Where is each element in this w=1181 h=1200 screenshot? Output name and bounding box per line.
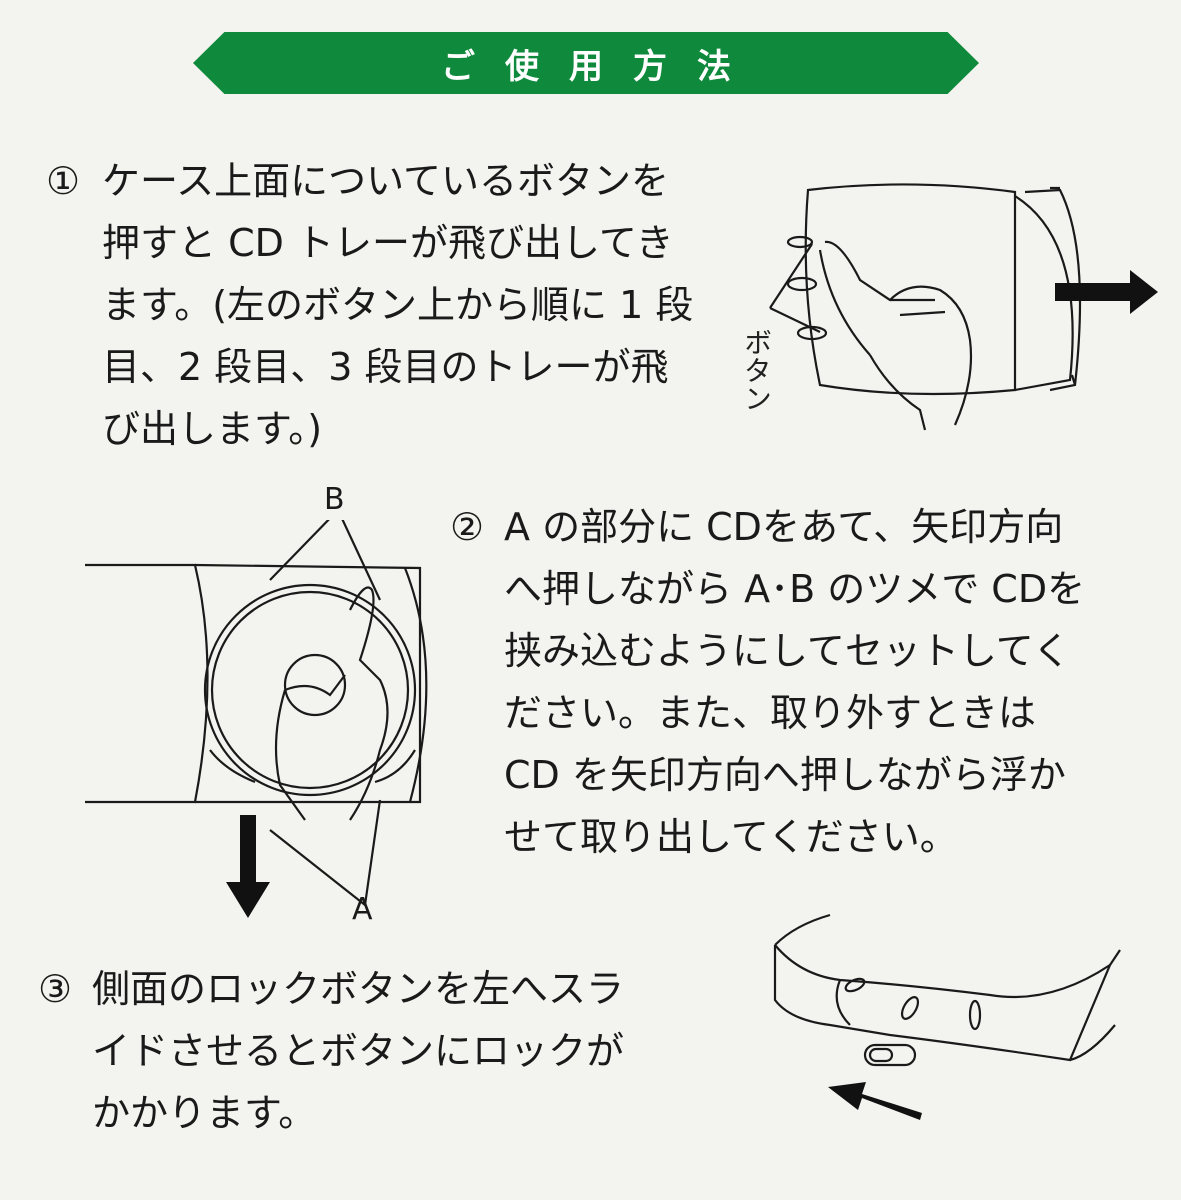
step-3-line-3: かかります。 xyxy=(92,1091,317,1135)
step-2: ② A の部分に CDをあて、矢印方向 へ押しながら A･B のツメで CDを … xyxy=(450,496,1085,868)
step-2-line-6: せて取り出してください。 xyxy=(504,815,958,859)
button-label: ボタン xyxy=(740,328,773,412)
page-title: ご使用方法 xyxy=(441,46,761,87)
step-2-line-4: ださい。また、取り外すときは xyxy=(504,691,1037,735)
step-3-number: ③ xyxy=(38,967,73,1011)
insert-cd-illustration xyxy=(85,520,428,918)
step-2-line-2: へ押しながら A･B のツメで CDを xyxy=(504,567,1086,611)
lock-button-illustration xyxy=(773,913,1121,1120)
step-1-number: ① xyxy=(46,159,81,203)
step-2-line-5: CD を矢印方向へ押しながら浮か xyxy=(504,753,1066,797)
step-3-line-1: 側面のロックボタンを左へスラ xyxy=(92,967,625,1011)
step-3-line-2: イドさせるとボタンにロックが xyxy=(92,1029,625,1073)
step-1: ① ケース上面についているボタンを 押すと CD トレーが飛び出してき ます。(… xyxy=(46,150,693,460)
step-3: ③ 側面のロックボタンを左へスラ イドさせるとボタンにロックが かかります。 xyxy=(38,958,624,1144)
step-1-line-4: 目、2 段目、3 段目のトレーが飛 xyxy=(102,345,669,389)
step-2-line-1: A の部分に CDをあて、矢印方向 xyxy=(504,505,1064,549)
title-banner: ご使用方法 xyxy=(193,32,979,94)
label-b: B xyxy=(324,482,345,517)
step-1-line-3: ます。(左のボタン上から順に 1 段 xyxy=(102,283,694,327)
label-a: A xyxy=(352,892,373,927)
step-1-line-1: ケース上面についているボタンを xyxy=(102,159,669,203)
eject-illustration xyxy=(769,183,1158,431)
step-2-line-3: 挟み込むようにしてセットしてく xyxy=(504,629,1071,673)
step-1-line-5: び出します。) xyxy=(102,407,323,451)
step-1-line-2: 押すと CD トレーが飛び出してき xyxy=(102,221,674,265)
step-2-number: ② xyxy=(450,505,485,549)
